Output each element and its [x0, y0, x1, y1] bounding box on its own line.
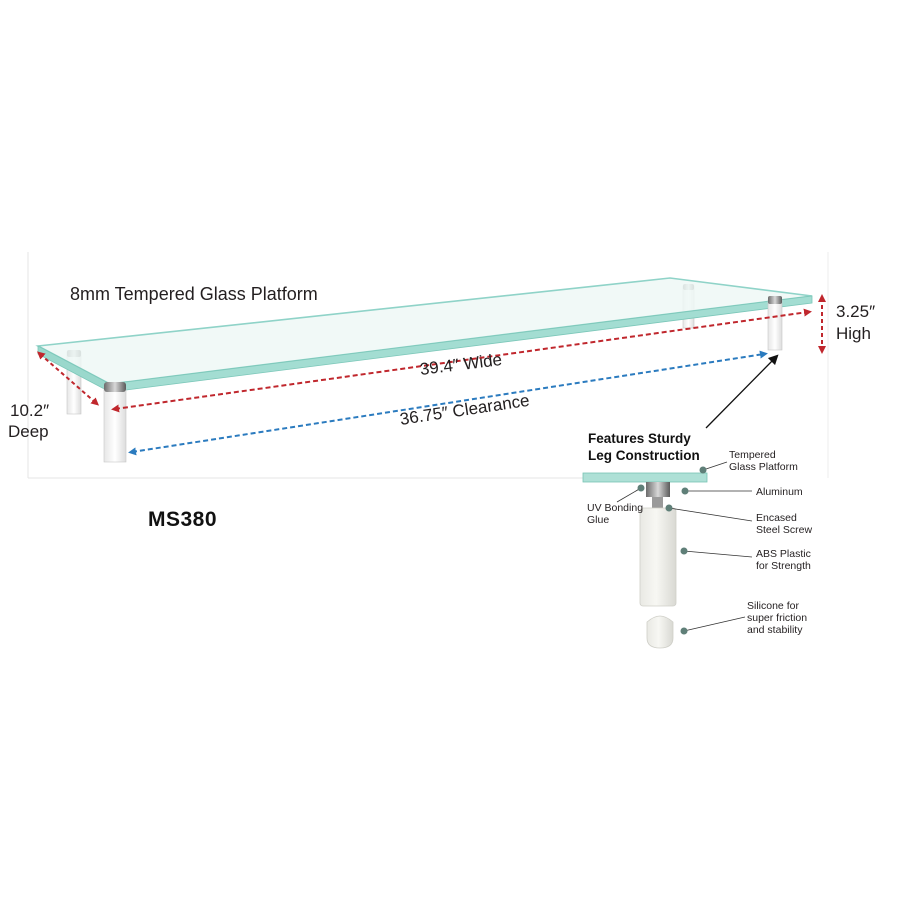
detail-silicone-foot [646, 615, 674, 649]
detail-steel-screw [652, 497, 663, 508]
depth-word: Deep [8, 422, 49, 441]
callout-title-line1: Features Sturdy [588, 431, 691, 446]
part-uv-glue: UV Bonding Glue [587, 502, 644, 526]
part-steel-screw: Encased Steel Screw [756, 512, 813, 536]
callout-dots [637, 466, 707, 635]
part-silicone: Silicone for super friction and stabilit… [747, 600, 808, 636]
model-number: MS380 [148, 508, 218, 531]
height-word: High [836, 324, 871, 343]
leg-construction-detail [582, 472, 708, 649]
depth-arrow [36, 351, 100, 406]
detail-glass-slab [582, 472, 708, 483]
callout-leaders [616, 461, 753, 632]
callout-title-line2: Leg Construction [588, 448, 700, 463]
detail-aluminum-cap [646, 482, 670, 497]
clearance-arrow [128, 350, 768, 456]
part-tempered-glass: Tempered Glass Platform [729, 449, 798, 473]
depth-value: 10.2″ [10, 401, 50, 420]
part-abs-plastic: ABS Plastic for Strength [756, 548, 811, 572]
callout-pointer-arrow [705, 354, 779, 429]
detail-abs-body [639, 507, 677, 607]
front-leg-right [767, 296, 783, 351]
platform-label: 8mm Tempered Glass Platform [70, 284, 318, 304]
part-aluminum: Aluminum [756, 486, 803, 498]
front-leg-left [103, 382, 127, 463]
height-value: 3.25″ [836, 302, 876, 321]
